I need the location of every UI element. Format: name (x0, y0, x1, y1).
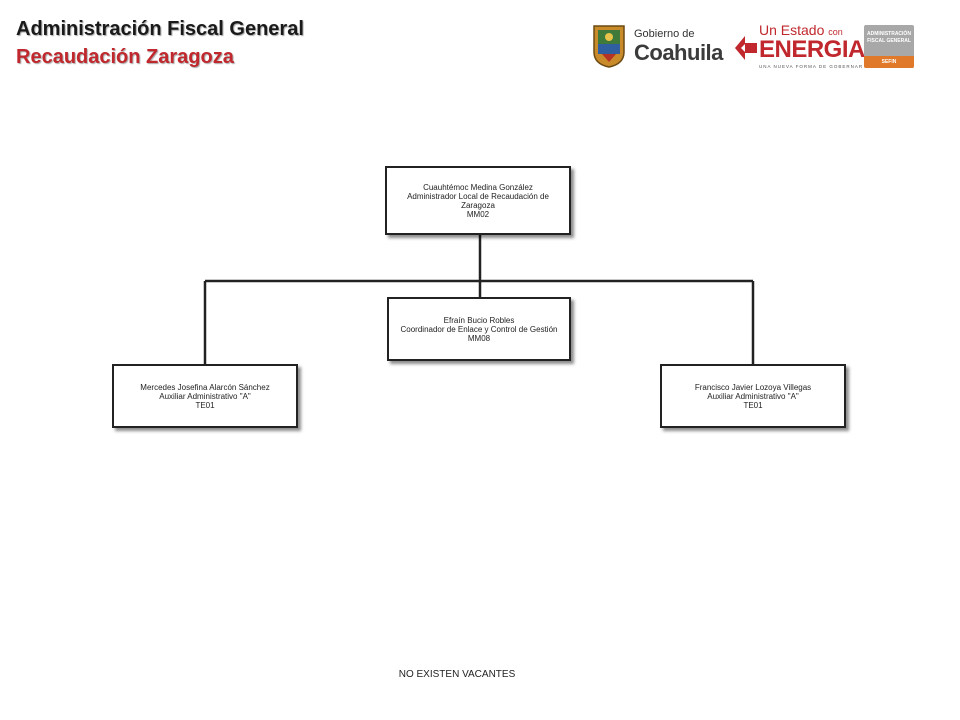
org-box-administrador: Cuauhtémoc Medina González Administrador… (385, 166, 571, 235)
org-box-position: Administrador Local de Recaudación de Za… (407, 191, 549, 210)
org-box-name: Francisco Javier Lozoya Villegas (694, 382, 812, 392)
energia-flag-icon (735, 36, 757, 60)
org-box-coordinador: Efraín Bucio Robles Coordinador de Enlac… (387, 297, 571, 361)
org-box-position: Coordinador de Enlace y Control de Gesti… (400, 324, 558, 334)
org-box-position: Auxiliar Administrativo "A" (159, 391, 251, 401)
org-box-code: MM02 (466, 209, 490, 219)
afg-logo: ADMINISTRACIÓN FISCAL GENERAL SEFIN (864, 25, 914, 68)
coahuila-logo: Gobierno de Coahuila (592, 22, 723, 72)
org-box-code: TE01 (743, 400, 763, 410)
vacancies-note: NO EXISTEN VACANTES (398, 669, 516, 680)
energia-logo-top-text: Un Estado con (759, 22, 843, 38)
afg-logo-badge: SEFIN (864, 56, 914, 68)
page-title: Administración Fiscal General (16, 18, 304, 40)
org-box-auxiliar-left: Mercedes Josefina Alarcón Sánchez Auxili… (112, 364, 298, 428)
afg-logo-line2: FISCAL GENERAL (867, 38, 911, 44)
org-box-name: Mercedes Josefina Alarcón Sánchez (140, 382, 270, 392)
energia-logo-text: ENERGIA (759, 36, 865, 63)
afg-logo-line1: ADMINISTRACIÓN (867, 31, 911, 37)
org-box-name: Cuauhtémoc Medina González (423, 182, 533, 192)
org-box-auxiliar-right: Francisco Javier Lozoya Villegas Auxilia… (660, 364, 846, 428)
page-subtitle: Recaudación Zaragoza (16, 46, 234, 68)
coahuila-logo-text: Coahuila (634, 40, 723, 65)
state-shield-icon (593, 25, 625, 68)
org-box-code: TE01 (195, 400, 215, 410)
energia-logo-tagline: UNA NUEVA FORMA DE GOBERNAR (759, 64, 864, 69)
org-box-name: Efraín Bucio Robles (443, 315, 515, 325)
org-box-position: Auxiliar Administrativo "A" (707, 391, 799, 401)
coahuila-logo-small-text: Gobierno de (634, 28, 695, 40)
energia-logo: Un Estado con ENERGIA UNA NUEVA FORMA DE… (733, 22, 865, 72)
org-box-code: MM08 (467, 333, 491, 343)
